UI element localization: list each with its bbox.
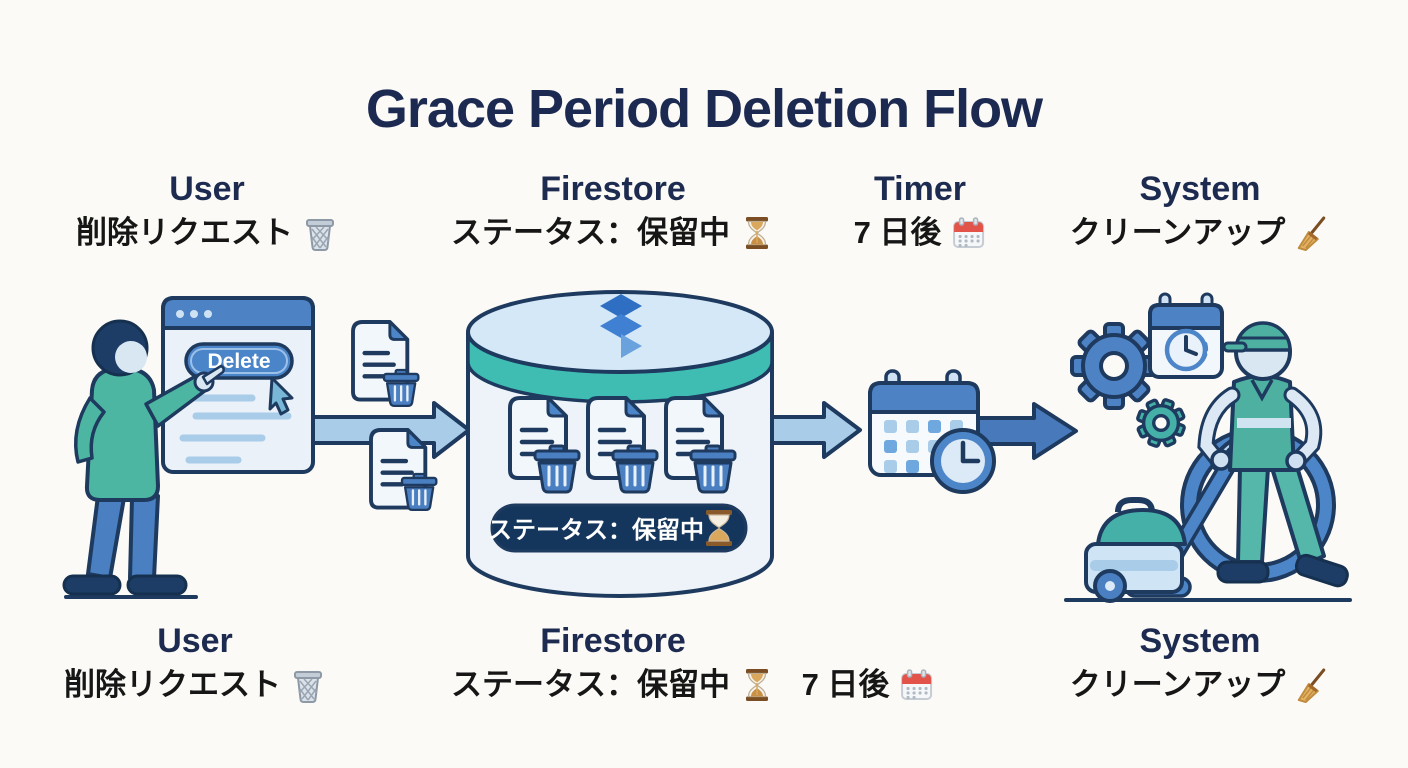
user-person: [62, 319, 225, 599]
deleted-document-icon: [353, 322, 420, 408]
wastebasket-icon: [294, 671, 322, 703]
column-heading: Firestore: [540, 170, 686, 208]
label-top-timer: Timer 7 日後: [854, 168, 987, 256]
column-heading: System: [1139, 622, 1261, 660]
column-subtitle: クリーンアップ: [1069, 215, 1286, 250]
column-subtitle: クリーンアップ: [1069, 667, 1286, 702]
firestore-database: ステータス：保留中: [466, 290, 774, 598]
hourglass-icon: [746, 669, 768, 701]
cursor-icon: [268, 376, 294, 416]
column-heading: Firestore: [540, 622, 686, 660]
schedule-calendar: [1148, 292, 1224, 379]
firestore-logo-icon: [600, 294, 642, 358]
broom-icon: [1298, 668, 1326, 703]
column-heading: [802, 620, 935, 662]
column-subtitle: 削除リクエスト: [64, 667, 281, 702]
column-heading: System: [1139, 170, 1261, 208]
label-top-user: User 削除リクエスト: [76, 168, 338, 256]
column-subtitle: 削除リクエスト: [76, 215, 293, 250]
column-subtitle: 7 日後: [801, 667, 890, 702]
vacuum-cleaner: [1084, 497, 1187, 603]
label-bottom-user: User 削除リクエスト: [64, 620, 326, 708]
pending-document-icon: [510, 398, 737, 494]
clock-icon: [930, 428, 996, 494]
hourglass-icon: [706, 510, 732, 546]
timer-calendar: [868, 369, 996, 494]
calendar-icon: [952, 217, 984, 248]
broom-icon: [1298, 216, 1326, 251]
page-title: Grace Period Deletion Flow: [365, 79, 1043, 140]
clock-history-icon: [1164, 328, 1209, 372]
column-heading: Timer: [874, 170, 966, 208]
column-heading: User: [157, 622, 233, 660]
browser-window: Delete: [161, 296, 315, 474]
hourglass-icon: [746, 217, 768, 249]
label-bottom-firestore: Firestore ステータス：保留中: [451, 620, 775, 708]
column-heading: User: [169, 170, 245, 208]
system-cleanup: [1064, 292, 1352, 603]
label-top-firestore: Firestore ステータス：保留中: [451, 168, 775, 256]
status-pill: ステータス：保留中: [488, 503, 748, 553]
label-bottom-timer: 7 日後: [802, 620, 935, 708]
label-top-system: System クリーンアップ: [1070, 168, 1330, 256]
wastebasket-icon: [306, 219, 334, 251]
column-subtitle: 7 日後: [853, 215, 942, 250]
calendar-icon: [900, 669, 932, 700]
column-subtitle: ステータス：保留中: [451, 215, 730, 250]
gear-icon-small: [1136, 398, 1186, 448]
browser-title-bar: [161, 296, 315, 330]
browser-window-dots: [176, 310, 212, 318]
browser-text-lines: [179, 394, 292, 464]
arrow-firestore-to-timer: [770, 401, 862, 459]
label-bottom-system: System クリーンアップ: [1070, 620, 1330, 708]
gear-icon: [1070, 322, 1158, 410]
column-subtitle: ステータス：保留中: [451, 667, 730, 702]
cleanup-worker: [1197, 321, 1349, 588]
status-pill-label: ステータス：保留中: [488, 517, 704, 544]
